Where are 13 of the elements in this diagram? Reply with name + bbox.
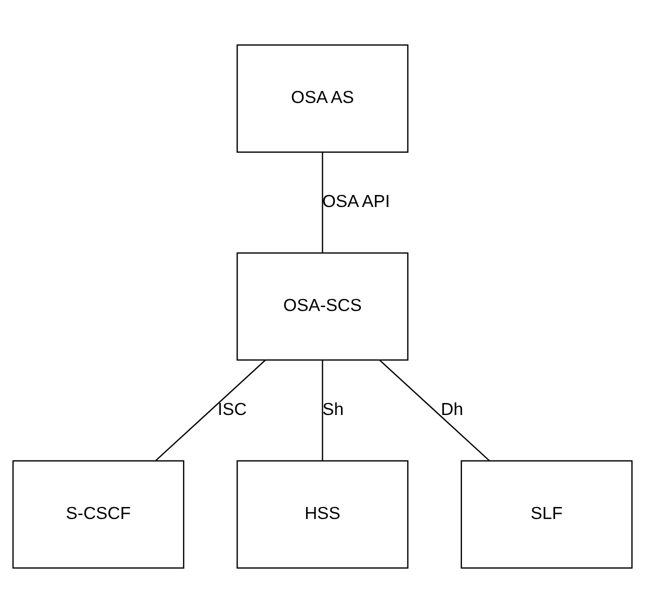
connector [379,359,490,461]
node-box: OSA-SCS [236,252,408,360]
node-box: SLF [460,460,633,568]
node-box: S-CSCF [12,460,184,568]
edge-label: OSA API [322,190,390,211]
connector [322,360,324,460]
node-box: OSA AS [236,44,408,152]
node-box: HSS [236,460,408,568]
edge-label: Sh [322,398,344,419]
connector [322,152,324,252]
edge-label: Dh [440,398,464,419]
connector [155,359,266,461]
edge-label: ISC [218,398,247,419]
